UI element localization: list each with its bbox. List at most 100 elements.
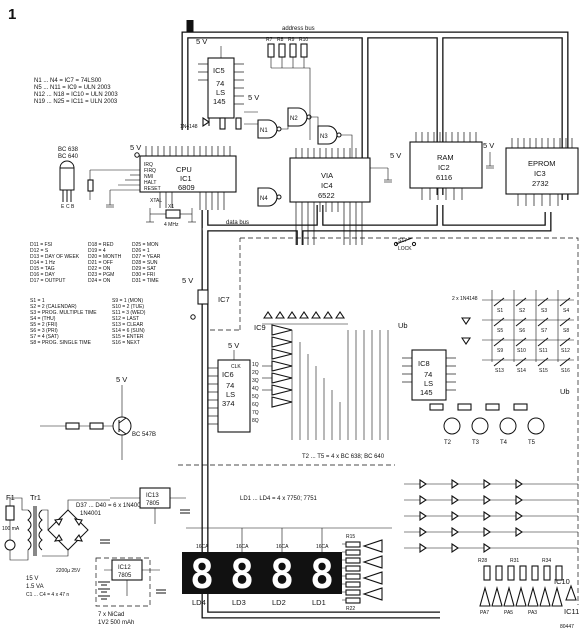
led-legend-line: D28 = SUN bbox=[132, 260, 158, 266]
crystal-x1: X1 4 MHz bbox=[146, 204, 196, 228]
ic6-line: 374 bbox=[222, 399, 235, 408]
key-label: S10 bbox=[517, 348, 526, 354]
gate-legend: N1 ... N4 = IC7 = 74LS00 N5 ... N11 = IC… bbox=[34, 78, 118, 105]
lock-switch-s17[interactable]: S17 LOCK bbox=[393, 237, 417, 252]
transistor-type: BC 640 bbox=[58, 154, 79, 160]
ic6-line: 74 bbox=[226, 381, 234, 390]
led-legend-line: D18 = RED bbox=[88, 242, 114, 248]
resistor-label: R34 bbox=[542, 558, 551, 564]
common-anode-label: 16CA bbox=[196, 544, 209, 550]
led-legend-line: D19 = 4 bbox=[88, 248, 106, 254]
cpu-pin: HALT bbox=[144, 180, 156, 186]
caps-label: C1 ... C4 = 4 x 47 n bbox=[26, 592, 69, 598]
eprom-vcc: 5 V bbox=[483, 141, 494, 150]
latch-output: 5Q bbox=[252, 394, 259, 400]
gate-legend-line: N12 ... N18 = IC10 = ULN 2003 bbox=[34, 92, 118, 98]
power-supply: F1 100 mA Tr1 15 V 1.5 VA C1 ... C4 = 4 … bbox=[2, 493, 145, 626]
eprom-title: EPROM bbox=[528, 159, 556, 168]
latch-output: 2Q bbox=[252, 370, 259, 376]
switch-legend-line: S10 = 2 (TUE) bbox=[112, 304, 144, 310]
ic11-label: IC11 bbox=[564, 607, 579, 616]
keypad-matrix[interactable]: S1 S2 S3 S4 S5 S6 S7 S8 S9 S10 S11 S12 S… bbox=[482, 290, 574, 374]
via-vcc: 5 V bbox=[390, 151, 401, 160]
transistor-type: BC 638 bbox=[58, 147, 79, 153]
display-ref: LD4 bbox=[192, 598, 206, 607]
switch-label: LOCK bbox=[398, 246, 412, 252]
switch-legend-line: S15 = ENTER bbox=[112, 334, 144, 340]
switch-legend-line: S1 = 1 bbox=[30, 298, 45, 304]
ic5-line: 145 bbox=[213, 97, 226, 106]
cpu-title: CPU bbox=[176, 165, 192, 174]
resistor-label: R9 bbox=[288, 37, 295, 43]
figure-code: 80447 bbox=[560, 624, 574, 630]
port-label: PA7 bbox=[480, 610, 489, 616]
display-digit: 8 bbox=[190, 552, 214, 598]
pin-label: E bbox=[61, 204, 65, 210]
bridge-label-2: 1N4001 bbox=[80, 511, 102, 517]
switch-legend-line: S12 = LAST bbox=[112, 316, 139, 322]
common-anode-label: 16CA bbox=[276, 544, 289, 550]
secondary-voltage: 15 V bbox=[26, 576, 38, 582]
display-group-label: LD1 ... LD4 = 4 x 7750; 7751 bbox=[240, 496, 318, 502]
transistor-label: T5 bbox=[528, 440, 536, 446]
ic5-line: 74 bbox=[216, 79, 224, 88]
ic5-vcc: 5 V bbox=[196, 37, 207, 46]
switch-legend-line: S9 = 1 (MON) bbox=[112, 298, 143, 304]
fuse-ref: F1 bbox=[6, 493, 15, 502]
display-ld4 bbox=[182, 552, 222, 594]
key-label: S12 bbox=[561, 348, 570, 354]
ram-ref: IC2 bbox=[438, 163, 450, 172]
switch-legend-line: S8 = PROG. SINGLE TIME bbox=[30, 340, 92, 346]
latch-ic6: IC6 74 LS 374 CLK 1Q 2Q 3Q 4Q 5Q 6Q 7Q 8… bbox=[208, 341, 259, 433]
dual-diode-label: 2 x 1N4148 bbox=[452, 296, 478, 302]
address-bus-label: address bus bbox=[282, 26, 315, 32]
switch-legend-line: S2 = 2 (CALENDAR) bbox=[30, 304, 77, 310]
cpu-ic1: CPU IC1 6809 IRQ FIRQ NMI HALT RESET XTA… bbox=[130, 143, 237, 210]
ic6-vcc: 5 V bbox=[228, 341, 239, 350]
led-legend-line: D14 = 1 Hz bbox=[30, 260, 56, 266]
nicad-value: 1V2 500 mAh bbox=[98, 620, 134, 626]
led-legend-line: D23 = PGM bbox=[88, 272, 114, 278]
driver-ub: Ub bbox=[560, 387, 570, 396]
latch-output: 6Q bbox=[252, 402, 259, 408]
ic8-line: LS bbox=[424, 379, 433, 388]
bridge-note: 2200µ 25V bbox=[56, 568, 81, 574]
pin-label: B bbox=[71, 204, 75, 210]
ic6-ref: IC6 bbox=[222, 370, 234, 379]
decoder-ic5: IC5 74 LS 145 5 V bbox=[196, 37, 244, 119]
transistor-t1: BC 547B 5 V bbox=[40, 375, 156, 460]
decoder-ic8: IC8 74 LS 145 2 x 1N4148 Ub bbox=[398, 296, 478, 401]
key-label: S4 bbox=[563, 308, 569, 314]
led-legend-line: D15 = TAG bbox=[30, 266, 55, 272]
key-label: S3 bbox=[541, 308, 547, 314]
switch-legend-line: S16 = NEXT bbox=[112, 340, 140, 346]
eprom-part: 2732 bbox=[532, 179, 549, 188]
segment-lines bbox=[291, 330, 389, 440]
resistor-label: R31 bbox=[510, 558, 519, 564]
latch-output: 1Q bbox=[252, 362, 259, 368]
cpu-vcc: 5 V bbox=[130, 143, 141, 152]
ic5-ref: IC5 bbox=[213, 66, 225, 75]
resistor-label: R8 bbox=[277, 37, 284, 43]
gate-label: N3 bbox=[320, 134, 328, 140]
resistor-label: R7 bbox=[266, 37, 273, 43]
gate-label: N2 bbox=[290, 116, 298, 122]
led-legend-line: D16 = DAY bbox=[30, 272, 55, 278]
cpu-pin: NMI bbox=[144, 174, 153, 180]
data-bus-label: data bus bbox=[226, 220, 249, 226]
led-legend-line: D20 = MONTH bbox=[88, 254, 122, 260]
display-digit: 8 bbox=[310, 552, 334, 598]
diode-label: 1N4148 bbox=[180, 124, 198, 130]
switch-legend-line: S6 = 3 (PRI) bbox=[30, 328, 58, 334]
key-label: S7 bbox=[541, 328, 547, 334]
gate-legend-line: N1 ... N4 = IC7 = 74LS00 bbox=[34, 78, 102, 84]
nand-gates: N1 N2 N3 N4 5 V bbox=[244, 93, 353, 207]
key-label: S6 bbox=[519, 328, 525, 334]
gate-legend-line: N5 ... N11 = IC9 = ULN 2003 bbox=[34, 85, 111, 91]
ic6-line: LS bbox=[226, 390, 235, 399]
resistor-label: R15 bbox=[346, 534, 355, 540]
crystal-ref: X1 bbox=[168, 204, 174, 210]
switch-legend-line: S7 = 4 (SAT) bbox=[30, 334, 59, 340]
key-label: S1 bbox=[497, 308, 503, 314]
